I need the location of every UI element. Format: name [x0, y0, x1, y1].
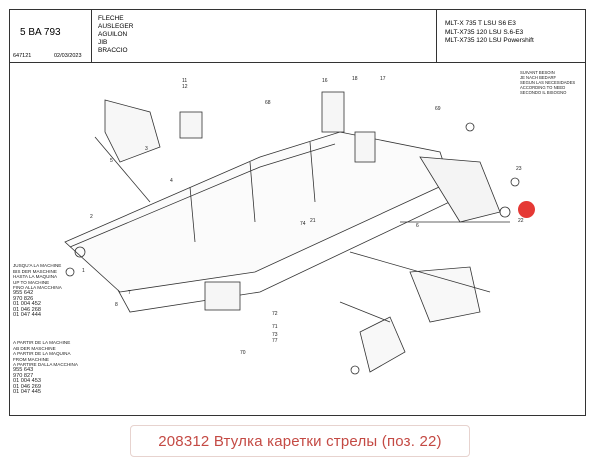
plate-stack-1 — [321, 91, 345, 133]
callout: 1 — [82, 268, 85, 274]
legend-item: 01 004 453 — [13, 378, 41, 385]
callout: 21 — [310, 218, 316, 224]
legend-line: UP TO MACHINE — [13, 279, 50, 285]
plate-stack-4 — [179, 111, 203, 139]
callout: 4 — [170, 178, 173, 184]
callout: 18 — [352, 76, 358, 82]
bushing-32 — [350, 365, 360, 375]
name-it: BRACCIO — [98, 47, 128, 54]
legend-item: 970 826 — [13, 295, 34, 302]
name-de: AUSLEGER — [98, 23, 134, 30]
model-list: MLT-X 735 T LSU S6 E3 MLT-X735 120 LSU S… — [437, 10, 587, 62]
name-fr: FLECHE — [98, 15, 124, 22]
note-line: ACCORDING TO NEED — [520, 85, 566, 90]
plate-stack-3 — [204, 281, 241, 311]
pin-rod-2 — [339, 301, 391, 323]
plate-stack-2 — [354, 131, 376, 163]
callout: 16 — [322, 78, 328, 84]
part-caption: 208312 Втулка каретки стрелы (поз. 22) — [130, 425, 470, 457]
legend-item: 01 046 268 — [13, 306, 41, 313]
callout: 5 — [110, 158, 113, 164]
legend-line: FROM MACHINE — [13, 356, 49, 362]
callout: 73 — [272, 332, 278, 338]
name-en: JIB — [98, 39, 108, 46]
pivot-bush — [74, 246, 86, 258]
legend-from-machine: A PARTIR DE LA MACHINE AB DER MASCHINE A… — [13, 340, 108, 396]
name-es: AGUILON — [98, 31, 128, 38]
legend-line: A PARTIRE DALLA MACCHINA — [13, 362, 78, 368]
bushing-23 — [510, 177, 520, 187]
legend-item: 01 047 445 — [13, 389, 41, 396]
model-1: MLT-X 735 T LSU S6 E3 — [445, 20, 516, 27]
pivot-bush-2 — [65, 267, 75, 277]
legend-line: JUSQU'A LA MACHINE — [13, 263, 62, 268]
callout: 68 — [265, 100, 271, 106]
title-block: 5 BA 793 647121 02/03/2023 FLECHE AUSLEG… — [10, 10, 585, 63]
callout: 71 — [272, 324, 278, 330]
note-line: JE NACH BEDARF — [520, 75, 557, 80]
callout: 17 — [380, 76, 386, 82]
caption-text: 208312 Втулка каретки стрелы (поз. 22) — [158, 432, 442, 450]
callout: 11 — [182, 78, 187, 84]
boom-top-edge — [69, 143, 336, 248]
legend-item: 955 643 — [13, 366, 34, 373]
highlight-marker — [518, 201, 535, 218]
legend-upto-machine: JUSQU'A LA MACHINE BIS DER MASCHINE HAST… — [13, 263, 108, 319]
legend-item: 01 046 269 — [13, 383, 41, 390]
legend-line: AB DER MASCHINE — [13, 345, 56, 351]
drawing-sheet: 5 BA 793 647121 02/03/2023 FLECHE AUSLEG… — [9, 9, 586, 416]
legend-item: 955 642 — [13, 289, 34, 296]
callout: 22 — [518, 218, 524, 224]
callout: 12 — [182, 84, 188, 90]
legend-item: 970 827 — [13, 372, 34, 379]
note-line: SUIVANT BESOIN — [520, 70, 555, 75]
bushing-69 — [465, 122, 475, 132]
legend-item: 01 047 444 — [13, 312, 41, 319]
callout: 72 — [272, 311, 278, 317]
legend-item: 01 004 452 — [13, 301, 41, 308]
drawing-code: 5 BA 793 — [20, 27, 61, 38]
legend-line: HASTA LA MAQUINA — [13, 274, 58, 280]
model-2: MLT-X735 120 LSU S.6-E3 — [445, 28, 524, 36]
pin-rod-4 — [349, 251, 491, 293]
legend-line: A PARTIR DE LA MAQUINA — [13, 351, 71, 357]
callout: 23 — [516, 166, 522, 172]
callout: 7 — [128, 290, 131, 296]
legend-line: FINO ALLA MACCHINA — [13, 285, 62, 291]
legend-line: BIS DER MASCHINE — [13, 268, 57, 274]
callout: 6 — [416, 223, 419, 229]
callout: 74 — [300, 221, 306, 227]
carriage — [409, 266, 481, 323]
exploded-parts-diagram: 11 12 16 18 17 68 69 23 22 4 6 74 21 72 … — [64, 76, 524, 375]
legend-line: A PARTIR DE LA MACHINE — [13, 340, 71, 345]
mount-bracket — [104, 99, 161, 163]
callout: 77 — [272, 338, 278, 344]
link-plate — [359, 316, 406, 373]
part-names: FLECHE AUSLEGER AGUILON JIB BRACCIO — [92, 10, 437, 62]
callout: 2 — [90, 214, 93, 220]
callout: 3 — [145, 146, 148, 152]
model-3: MLT-X735 120 LSU Powershift — [445, 37, 534, 44]
pin-rod-1 — [94, 136, 151, 203]
title-code-cell: 5 BA 793 647121 02/03/2023 — [10, 10, 92, 62]
note-as-needed: SUIVANT BESOIN JE NACH BEDARF SEGUN LAS … — [520, 70, 575, 95]
callout: 69 — [435, 106, 441, 112]
callout: 8 — [115, 302, 118, 308]
callout: 70 — [240, 350, 246, 356]
boom-sections — [189, 141, 316, 243]
note-line: SEGUN LAS NECESIDADES — [520, 80, 576, 85]
drawing-date: 02/03/2023 — [54, 53, 82, 59]
drawing-id: 647121 — [13, 53, 32, 59]
note-line: SECONDO IL BISOGNO — [520, 90, 567, 95]
bushing-22 — [499, 206, 511, 218]
